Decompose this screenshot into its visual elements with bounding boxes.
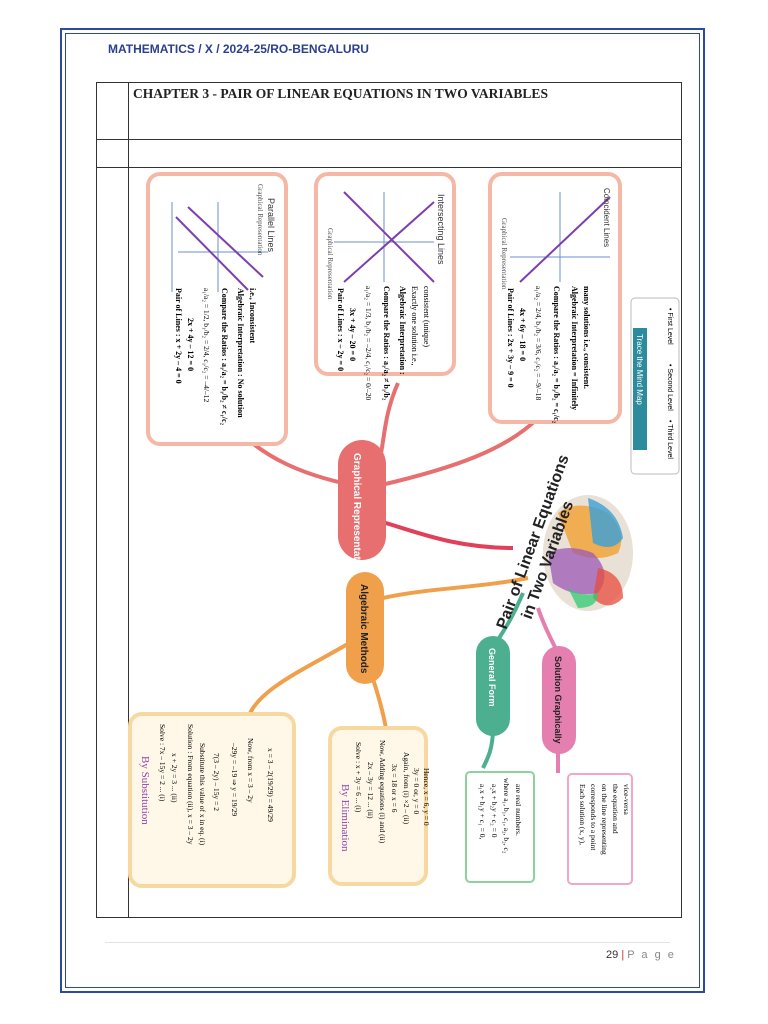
page-number-footer: 29 | P a g e	[606, 949, 676, 961]
substitution-line-8: x = 3 – 2(19/29) = 49/29	[266, 748, 275, 822]
intersecting-graph-title: Graphical Representation	[326, 228, 334, 300]
general-line-2: a₂x + b₂y + c₂ = 0	[490, 784, 499, 838]
table-row-divider	[97, 167, 681, 168]
intersecting-pair: Pair of Lines : x – 2y = 0	[336, 288, 345, 371]
elimination-title: By Elimination	[339, 784, 351, 852]
branch-solution: Solution Graphically	[542, 646, 576, 754]
elimination-line-1: Solve : x + 3y = 6 ... (i)	[354, 742, 363, 813]
branch-graphical: Graphical Representation	[338, 440, 386, 575]
substitution-line-5: 7(3 – 2y) – 15y = 2	[212, 753, 221, 811]
center-topic: Pair of Linear Equations in Two Variable…	[494, 453, 633, 631]
chapter-title: CHAPTER 3 - PAIR OF LINEAR EQUATIONS IN …	[133, 86, 548, 101]
page-label: P a g e	[627, 949, 676, 961]
elimination-line-5: Again, from (i) ×2 – (ii)	[402, 752, 411, 825]
trace-legend: Trace the Mind Map • First Level • Secon…	[630, 297, 680, 475]
elimination-line-4: 3x = 18 or x = 6	[390, 764, 399, 813]
parallel-caption: Parallel Lines	[266, 198, 276, 253]
branch-graphical-label: Graphical Representation	[351, 453, 362, 575]
trace-level-3: • Third Level	[666, 420, 673, 459]
branch-general-label: General Form	[487, 648, 497, 707]
page-frame-inner	[65, 33, 700, 988]
coincident-interp2: many solutions i.e., consistent.	[582, 286, 591, 389]
solution-line-1: Each solution (x, y),	[578, 784, 587, 845]
general-form-box: a₁x + b₁y + c₁ = 0, a₂x + b₂y + c₂ = 0 w…	[465, 771, 535, 883]
substitution-line-6: –29y = –19 ⇒ y = 19/29	[230, 742, 239, 816]
trace-label: Trace the Mind Map	[635, 334, 644, 405]
elimination-line-6: 3y = 0 or, y = 0	[412, 768, 421, 815]
intersecting-interp: Algebraic Interpretation :	[398, 286, 407, 375]
coincident-pair2: 4x + 6y – 18 = 0	[518, 308, 527, 361]
elimination-box: By Elimination Solve : x + 3y = 6 ... (i…	[328, 726, 431, 886]
trace-level-2: • Second Level	[666, 364, 673, 411]
page-header: MATHEMATICS / X / 2024-25/RO-BENGALURU	[108, 42, 369, 56]
parallel-compare: Compare the Ratios : a₁/a₂ = b₁/b₂ ≠ c₁/…	[220, 288, 229, 426]
intersecting-caption: Intersecting Lines	[436, 194, 446, 265]
coincident-pair: Pair of Lines : 2x + 3y – 9 = 0	[506, 288, 515, 388]
substitution-line-7: Now, from x = 3 – 2y	[246, 738, 255, 803]
page-frame-outer	[60, 28, 705, 993]
substitution-line-1: Solve : 7x – 15y = 2 ... (i)	[158, 724, 167, 802]
branch-general: General Form	[476, 636, 510, 736]
intersecting-interp3: consistent (unique)	[422, 286, 431, 347]
substitution-line-3: Solution : From equation (ii), x = 3 – 2…	[186, 724, 195, 845]
parallel-lines-box: Graphical Representation Parallel Lines …	[146, 172, 288, 446]
coincident-caption: Coincident Lines	[602, 188, 611, 247]
page-number: 29	[606, 949, 619, 961]
parallel-pair2: 2x + 4y – 12 = 0	[186, 318, 195, 371]
intersecting-ratios: a₁/a₂ = 1/3, b₁/b₂ = –2/4, c₁/c₂ = 0/–20	[364, 286, 373, 400]
intersecting-interp2: Exactly one solution i.e.,	[410, 286, 419, 366]
coincident-graph-title: Graphical Representation	[500, 218, 508, 290]
substitution-line-4: Substitute this value of x in eq. (i)	[198, 743, 207, 846]
coincident-ratios: a₁/a₂ = 2/4, b₁/b₂ = 3/6, c₁/c₂ = –9/–18	[534, 286, 543, 400]
parallel-pair: Pair of Lines : x + 2y – 4 = 0	[174, 288, 183, 384]
general-line-1: a₁x + b₁y + c₁ = 0,	[478, 784, 487, 839]
branch-solution-label: Solution Graphically	[553, 656, 563, 744]
solution-line-3: on the line representing	[600, 784, 609, 855]
general-line-4: are real numbers.	[514, 784, 523, 836]
substitution-line-2: x + 2y = 3 ... (ii)	[170, 753, 179, 803]
intersecting-lines-box: Graphical Representation Intersecting Li…	[314, 172, 456, 401]
parallel-interp2: i.e., Inconsistent	[248, 288, 257, 343]
substitution-box: By Substitution Solve : 7x – 15y = 2 ...…	[128, 712, 296, 888]
table-column-divider	[128, 83, 129, 917]
table-row-divider	[97, 139, 681, 140]
elimination-line-3: Now, Adding equations (i) and (ii)	[378, 740, 387, 844]
footer-divider	[105, 942, 670, 943]
solution-line-5: vice-versa	[622, 784, 631, 815]
trace-level-1: • First Level	[666, 308, 673, 345]
branch-algebraic: Algebraic Methods	[346, 572, 384, 684]
coincident-lines-box: Graphical Representation Coincident Line…	[488, 172, 622, 424]
elimination-line-2: 2x – 3y = 12 ... (ii)	[366, 762, 375, 819]
parallel-interp: Algebraic Interpretation : No solution	[236, 288, 245, 418]
intersecting-compare: Compare the Ratios : a₁/a₂ ≠ b₁/b₂	[382, 286, 391, 401]
elimination-line-7: Hence, x = 6, y = 0	[422, 768, 431, 826]
mind-map: Graphical Representation Parallel Lines …	[128, 172, 680, 888]
parallel-ratios: a₁/a₂ = 1/2, b₁/b₂ = 2/4, c₁/c₂ = –4/–12	[202, 288, 211, 402]
coincident-compare: Compare the Ratios : a₁/a₂ = b₁/b₂ = c₁/…	[552, 286, 561, 424]
parallel-graph-title: Graphical Representation	[256, 184, 264, 256]
coincident-interp: Algebraic Interpretation = Infinitely	[570, 286, 579, 410]
solution-line-4: the equation and	[611, 784, 620, 834]
page-separator: |	[621, 949, 625, 961]
content-table	[96, 82, 682, 918]
solution-line-2: corresponds to a point	[589, 784, 598, 851]
intersecting-pair2: 3x + 4y – 20 = 0	[348, 308, 357, 361]
branch-algebraic-label: Algebraic Methods	[358, 584, 369, 674]
substitution-title: By Substitution	[139, 756, 151, 825]
general-line-3: where a₁, b₁, c₁, a₂, b₂, c₂	[502, 778, 511, 854]
solution-box: Each solution (x, y), corresponds to a p…	[567, 773, 633, 885]
